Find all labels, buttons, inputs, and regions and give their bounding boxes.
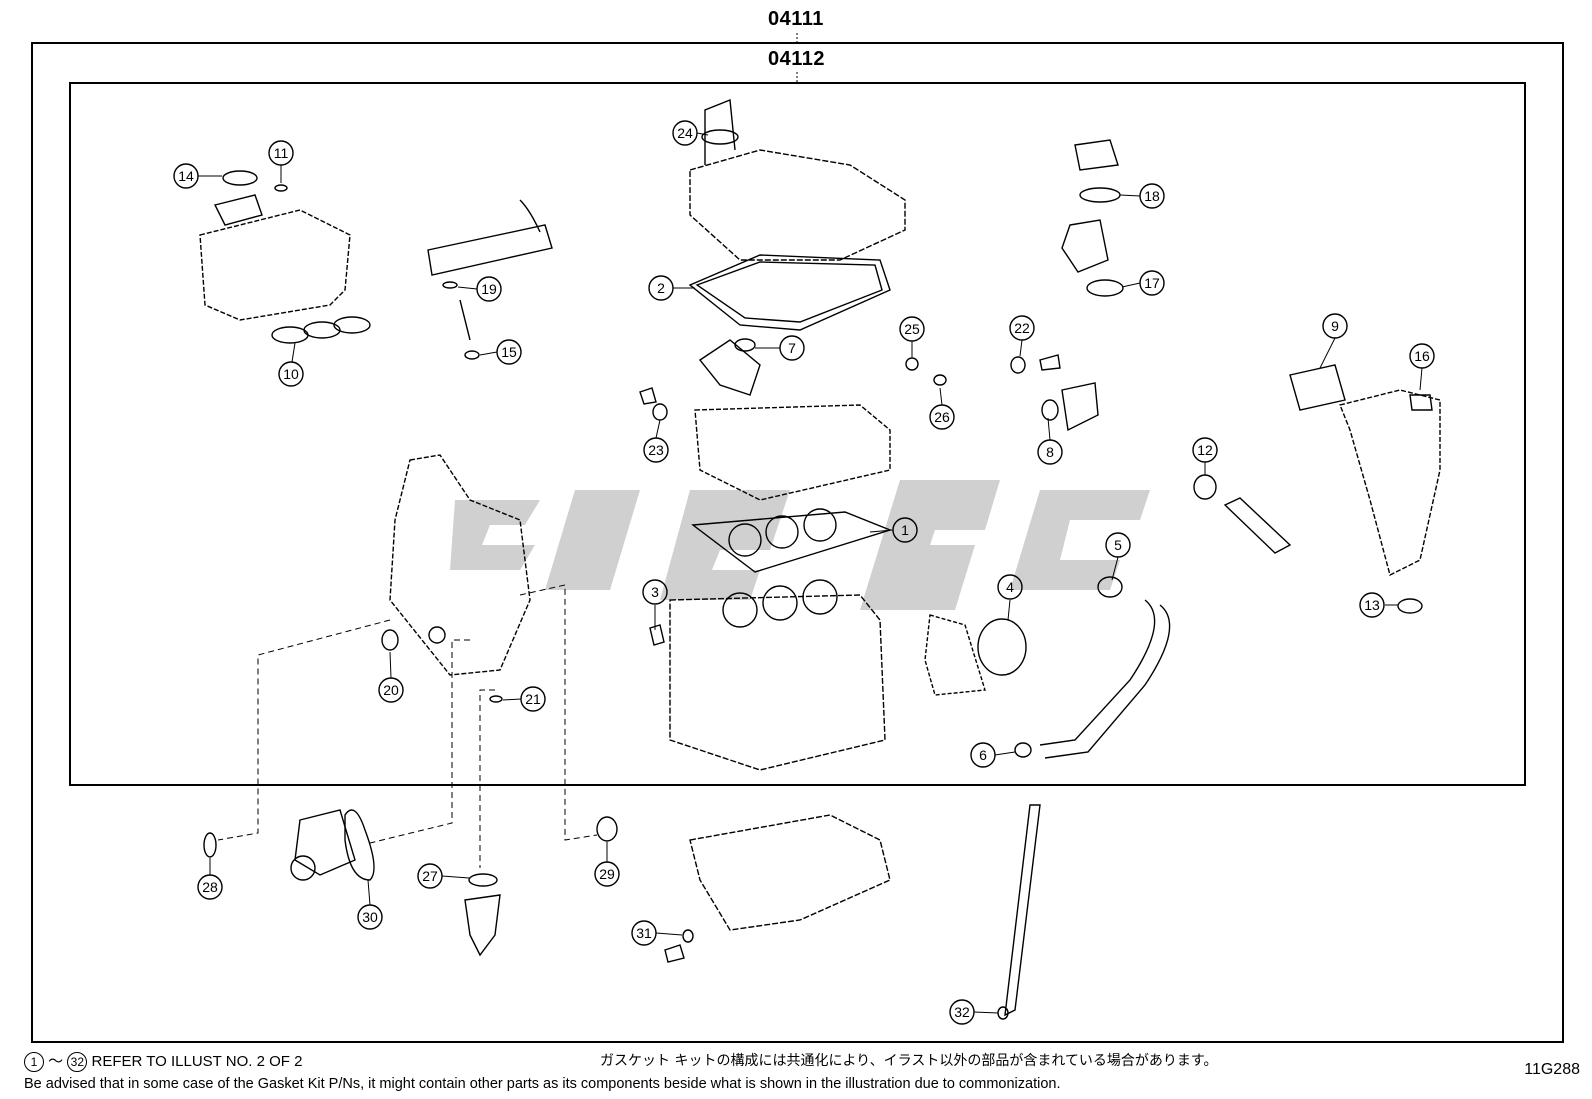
svg-text:24: 24 xyxy=(677,125,693,141)
svg-text:3: 3 xyxy=(651,584,659,600)
callout-2: 2 xyxy=(648,275,674,301)
svg-text:25: 25 xyxy=(904,321,920,337)
outer-kit-frame xyxy=(31,42,1564,1043)
svg-text:1: 1 xyxy=(901,522,909,538)
svg-text:15: 15 xyxy=(501,344,517,360)
callout-31: 31 xyxy=(631,920,657,946)
svg-text:6: 6 xyxy=(979,747,987,763)
illustration-id: 11G288 xyxy=(1524,1061,1580,1078)
callout-3: 3 xyxy=(642,579,668,605)
callout-6: 6 xyxy=(970,742,996,768)
svg-text:13: 13 xyxy=(1364,597,1380,613)
inner-kit-code: 04112 xyxy=(768,48,826,70)
svg-text:8: 8 xyxy=(1046,444,1054,460)
svg-text:16: 16 xyxy=(1414,348,1430,364)
svg-text:9: 9 xyxy=(1331,318,1339,334)
svg-text:27: 27 xyxy=(422,868,438,884)
callout-16: 16 xyxy=(1409,343,1435,369)
svg-text:32: 32 xyxy=(954,1004,970,1020)
callout-5: 5 xyxy=(1105,532,1131,558)
svg-text:31: 31 xyxy=(636,925,652,941)
callout-30: 30 xyxy=(357,904,383,930)
svg-text:21: 21 xyxy=(525,691,541,707)
callout-4: 4 xyxy=(997,574,1023,600)
svg-text:12: 12 xyxy=(1197,442,1213,458)
svg-text:30: 30 xyxy=(362,909,378,925)
callout-leaders xyxy=(198,132,1423,1014)
callout-18: 18 xyxy=(1139,183,1165,209)
callout-21: 21 xyxy=(520,686,546,712)
callout-14: 14 xyxy=(173,163,199,189)
svg-text:2: 2 xyxy=(657,280,665,296)
watermark-logo xyxy=(450,480,1150,610)
svg-text:18: 18 xyxy=(1144,188,1160,204)
callout-29: 29 xyxy=(594,861,620,887)
callout-32: 32 xyxy=(949,999,975,1025)
svg-text:28: 28 xyxy=(202,879,218,895)
callout-24: 24 xyxy=(672,120,698,146)
refer-note: 1 ～ 32 REFER TO ILLUST NO. 2 OF 2 xyxy=(24,1050,303,1073)
japanese-note: ガスケット キットの構成には共通化により、イラスト以外の部品が含まれている場合が… xyxy=(600,1053,1218,1069)
svg-text:26: 26 xyxy=(934,409,950,425)
callout-19: 19 xyxy=(476,276,502,302)
callout-10: 10 xyxy=(278,361,304,387)
callout-23: 23 xyxy=(643,437,669,463)
svg-text:7: 7 xyxy=(788,340,796,356)
svg-text:29: 29 xyxy=(599,866,615,882)
callout-22: 22 xyxy=(1009,315,1035,341)
svg-text:14: 14 xyxy=(178,168,194,184)
callout-12: 12 xyxy=(1192,437,1218,463)
callout-25: 25 xyxy=(899,316,925,342)
svg-text:20: 20 xyxy=(383,682,399,698)
callout-28: 28 xyxy=(197,874,223,900)
svg-text:4: 4 xyxy=(1006,579,1014,595)
svg-text:11: 11 xyxy=(274,145,289,161)
part-drawings xyxy=(199,99,1441,1020)
callout-27: 27 xyxy=(417,863,443,889)
range-end-callout: 32 xyxy=(67,1052,88,1073)
svg-text:22: 22 xyxy=(1014,320,1030,336)
range-start-callout: 1 xyxy=(24,1052,44,1073)
callout-13: 13 xyxy=(1359,592,1385,618)
callout-11: 11 xyxy=(268,140,294,166)
range-separator: ～ xyxy=(48,1053,64,1070)
english-note: Be advised that in some case of the Gask… xyxy=(24,1076,1061,1092)
leader-lines xyxy=(217,584,598,868)
inner-kit-frame xyxy=(69,82,1526,786)
callout-8: 8 xyxy=(1037,439,1063,465)
callout-7: 7 xyxy=(779,335,805,361)
callout-17: 17 xyxy=(1139,270,1165,296)
outer-kit-code: 04111 xyxy=(768,8,824,30)
callout-26: 26 xyxy=(929,404,955,430)
svg-text:10: 10 xyxy=(283,366,299,382)
callouts: 1 2 3 4 5 6 7 8 9 10 11 12 13 14 15 16 1… xyxy=(173,120,1435,1025)
svg-text:23: 23 xyxy=(648,442,664,458)
svg-text:17: 17 xyxy=(1144,275,1160,291)
callout-9: 9 xyxy=(1322,313,1348,339)
svg-text:19: 19 xyxy=(481,281,497,297)
svg-text:5: 5 xyxy=(1114,537,1122,553)
callout-15: 15 xyxy=(496,339,522,365)
callout-1: 1 xyxy=(892,517,918,543)
refer-text: REFER TO ILLUST NO. 2 OF 2 xyxy=(91,1053,303,1070)
callout-20: 20 xyxy=(378,677,404,703)
